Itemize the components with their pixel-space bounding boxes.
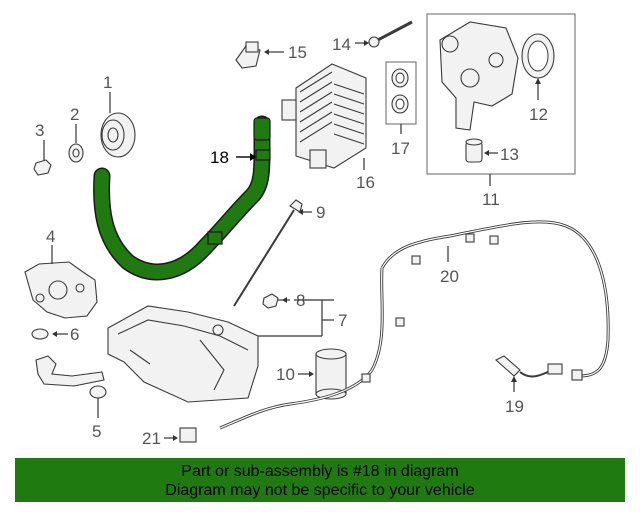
part-7-oil-pan	[107, 305, 259, 403]
callout-8[interactable]: 8	[296, 291, 305, 310]
part-5-pickup-tube	[35, 355, 107, 418]
banner-line-2: Diagram may not be specific to your vehi…	[165, 482, 475, 499]
part-13-plug	[465, 138, 498, 163]
part-15-sensor	[235, 41, 284, 69]
banner-line-1: Part or sub-assembly is #18 in diagram	[181, 463, 459, 480]
callout-10[interactable]: 10	[276, 365, 295, 384]
callout-2[interactable]: 2	[70, 105, 79, 124]
callout-7[interactable]: 7	[338, 311, 347, 330]
callout-14[interactable]: 14	[332, 35, 351, 54]
notice-banner: Part or sub-assembly is #18 in diagram D…	[15, 458, 625, 502]
callout-3[interactable]: 3	[35, 121, 44, 140]
part-3-bolt	[33, 140, 52, 176]
callout-15[interactable]: 15	[288, 43, 307, 62]
part-1-pulley	[100, 92, 136, 158]
callout-5[interactable]: 5	[92, 422, 101, 441]
callout-6[interactable]: 6	[70, 325, 79, 344]
parts-diagram: 1 2 3 4 6 5 1	[24, 13, 610, 448]
part-18-hose-highlighted[interactable]	[93, 115, 271, 281]
part-9-dipstick	[233, 199, 312, 307]
part-17-gaskets	[385, 61, 417, 134]
callout-20[interactable]: 20	[440, 267, 459, 286]
part-4-pump-housing	[24, 245, 98, 319]
callout-11[interactable]: 11	[482, 190, 500, 209]
part-6-o-ring	[31, 328, 68, 340]
callout-19[interactable]: 19	[505, 397, 524, 416]
part-14-long-bolt	[355, 20, 413, 48]
callout-4[interactable]: 4	[46, 227, 55, 246]
part-21-connector	[164, 427, 197, 443]
part-16-oil-cooler	[281, 63, 367, 170]
callout-9[interactable]: 9	[316, 203, 325, 222]
callout-13[interactable]: 13	[500, 145, 519, 164]
part-2-washer	[68, 124, 84, 163]
part-12-seal	[521, 33, 555, 100]
callout-17[interactable]: 17	[391, 139, 410, 158]
callout-18[interactable]: 18	[210, 148, 229, 167]
part-8-bolt	[258, 293, 334, 337]
callout-21[interactable]: 21	[142, 429, 161, 448]
part-20-wiring-harness	[219, 220, 610, 430]
part-11-assembly-box	[426, 13, 576, 186]
callout-1[interactable]: 1	[103, 73, 112, 92]
part-19-sensor	[495, 355, 563, 392]
callout-16[interactable]: 16	[356, 173, 375, 192]
callout-12[interactable]: 12	[529, 105, 548, 124]
